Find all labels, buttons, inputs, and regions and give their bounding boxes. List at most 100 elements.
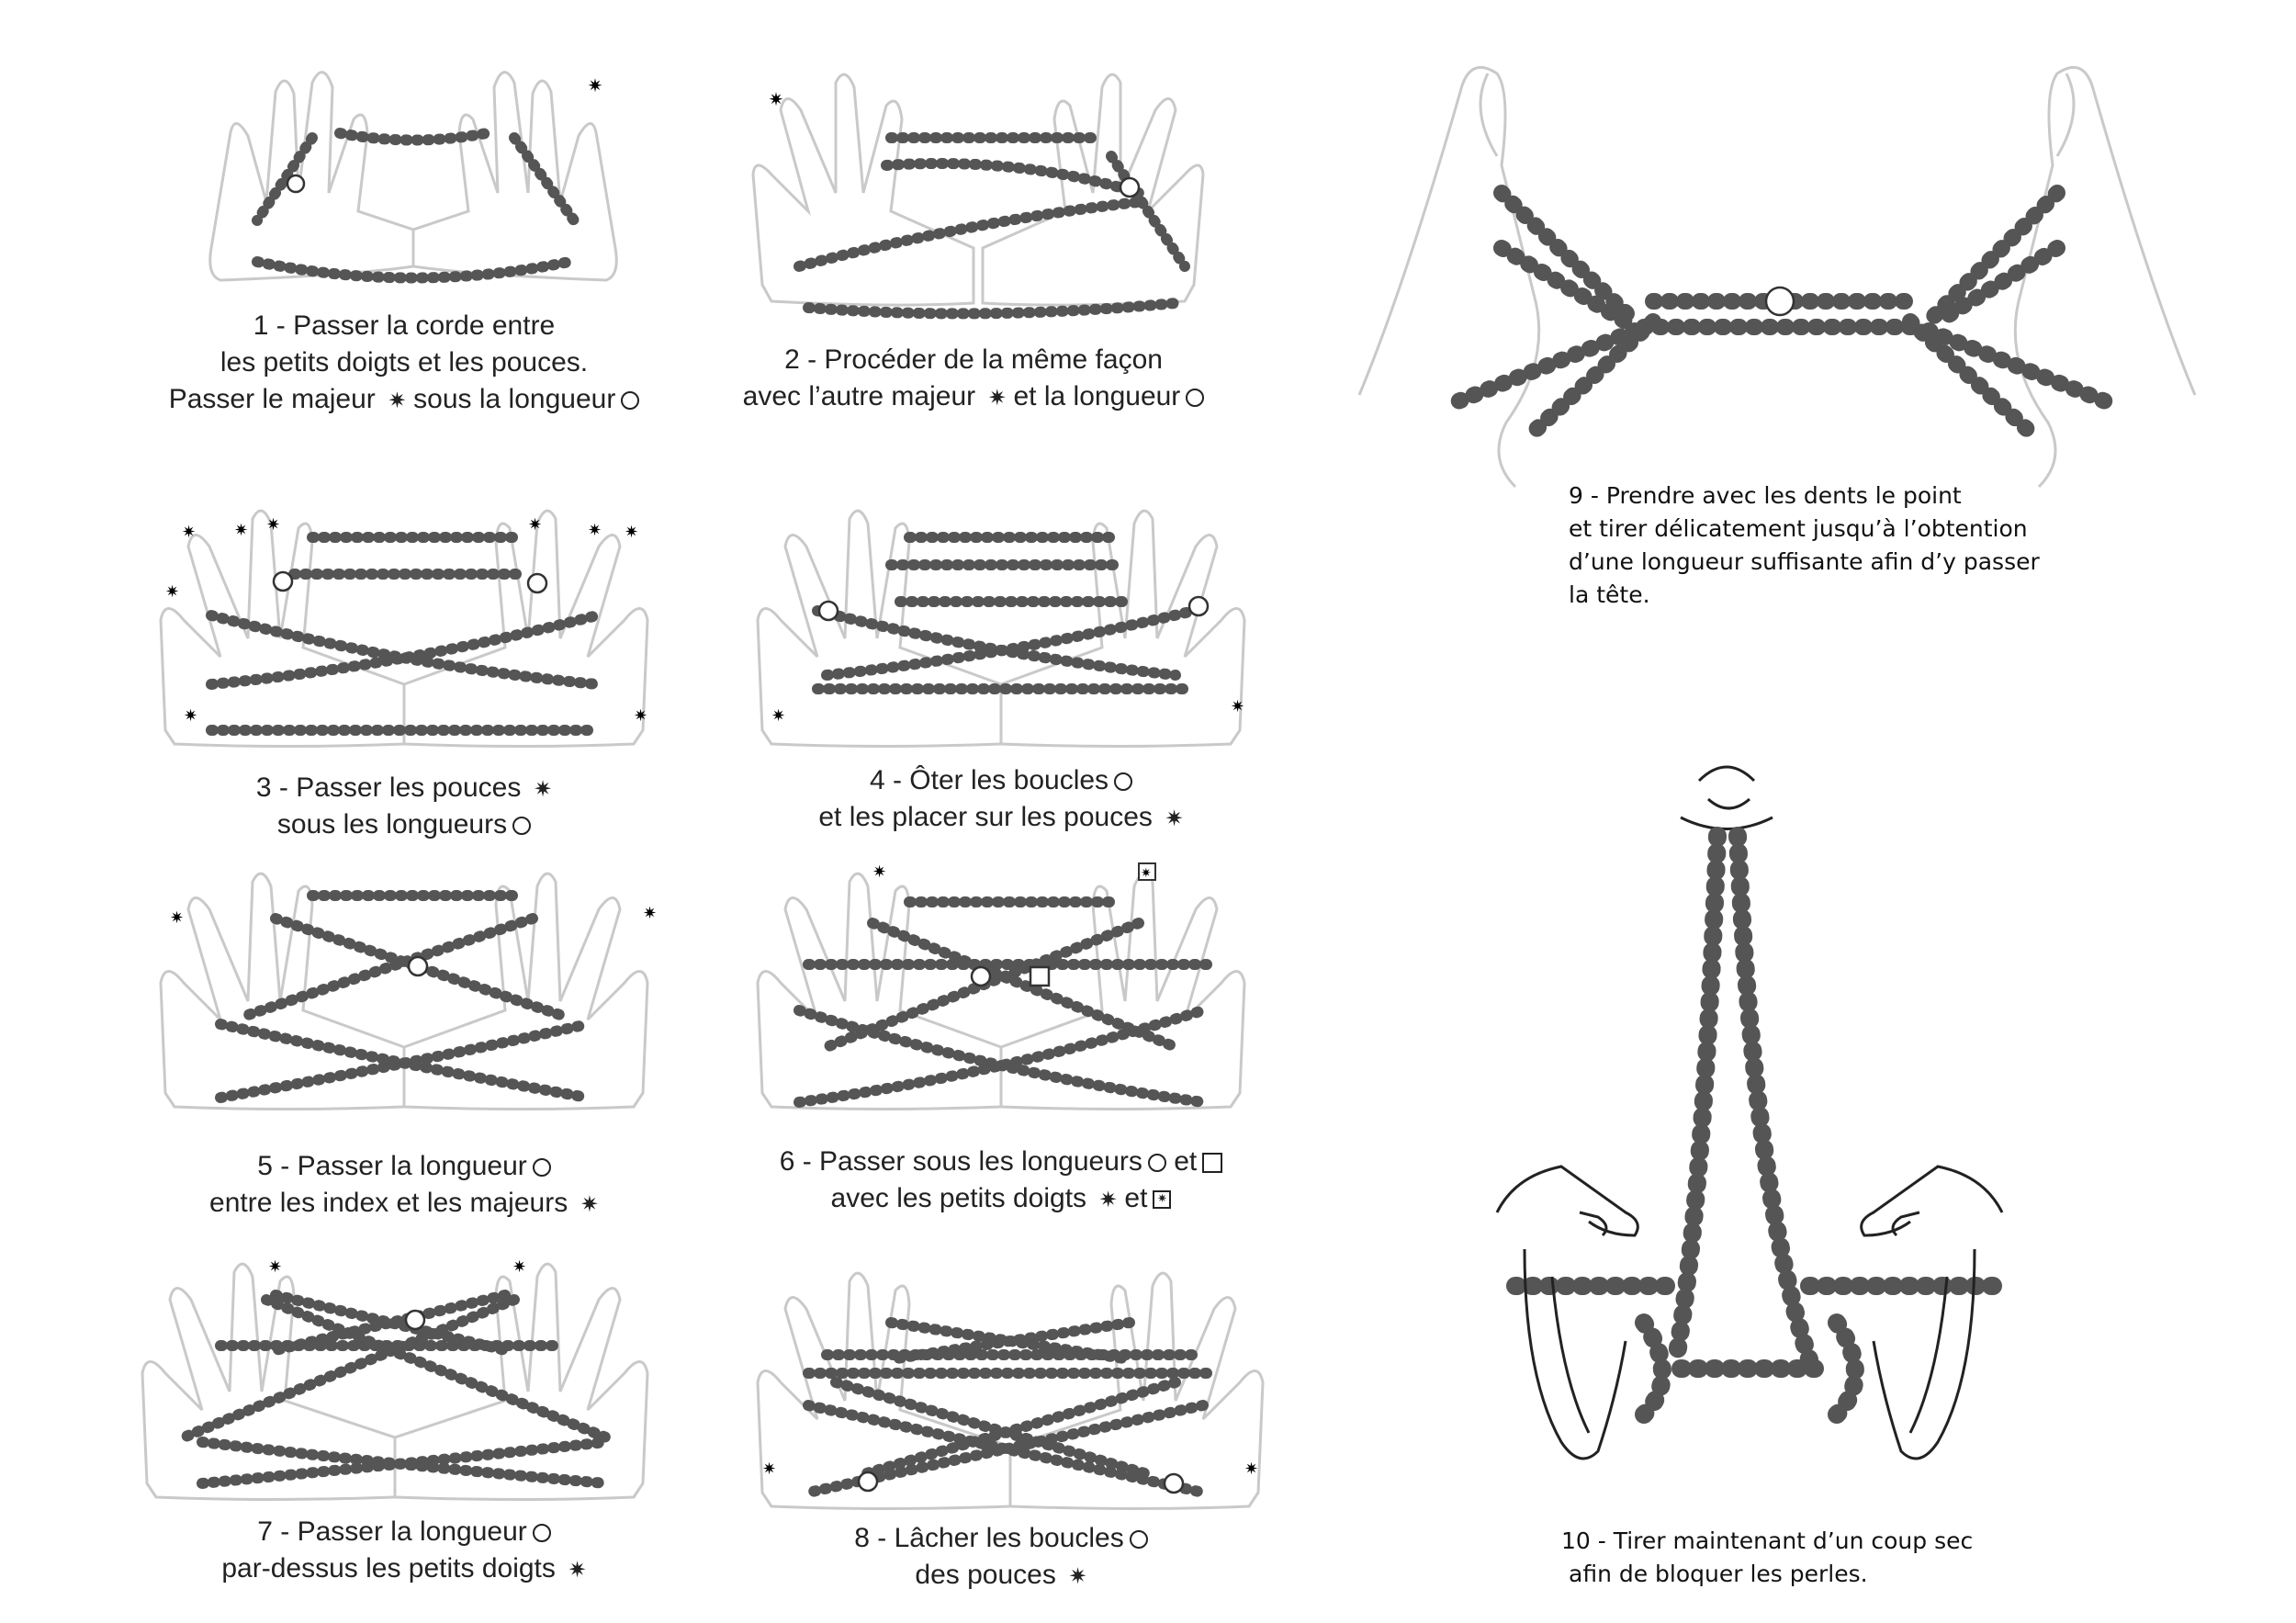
step-9-figure [1357,65,2197,489]
caption-line: 3 - Passer les pouces [255,772,522,803]
step-6-illustration: ✷ ✷ [744,845,1258,1121]
bead-string-x-b [242,913,538,1020]
step-10-caption: 10 - Tirer maintenant d’un coup sec afin… [1561,1525,2112,1591]
step-3-illustration: ✷ ✷ ✷ ✷ ✷ ✷ ✷ ✷ ✷ [147,491,661,758]
step-8-caption: 8 - Lâcher les boucles des pouces ✷ [744,1520,1258,1594]
circle-icon [532,1158,551,1178]
star-icon: ✷ [981,385,1014,411]
bead-knot-right [1828,1313,1864,1424]
circle-icon [512,817,532,836]
loop-marker-circle [857,1471,879,1493]
loop-marker-circle [407,955,429,977]
bead-string-x-a [867,918,1181,1053]
loop-marker-square [1029,965,1051,987]
caption-line: des pouces [915,1560,1056,1590]
caption-line: et [1124,1183,1148,1213]
loop-marker-circle [817,600,839,622]
little-finger-boxstar-icon [1138,862,1156,881]
bead-string-middle [881,158,1144,198]
index-star-icon: ✷ [643,904,657,922]
caption-line: 5 - Passer la longueur [257,1151,527,1181]
step-2-caption: 2 - Procéder de la même façon avec l’aut… [735,342,1212,415]
step-5-illustration: ✷ ✷ [147,845,661,1121]
bead-string-top [334,128,492,146]
bead-string-left-2 [1493,240,1634,330]
step-4-illustration: ✷ ✷ [744,491,1258,758]
bead-string-cross-b [821,605,1199,681]
thumb-star-icon: ✷ [771,706,785,725]
left-hand-outline [1495,1165,1639,1460]
step-1-illustration: ✷ [202,55,625,303]
caption-line: sous les longueurs [276,809,508,840]
caption-line: sous la longueur [413,384,616,414]
caption-line: 6 - Passer sous les longueurs [779,1146,1142,1177]
star-icon: ✷ [1061,1563,1087,1590]
loop-marker-circle [272,570,294,592]
bead-string-right-3 [1902,313,2038,440]
step-10-figure [1495,765,2004,1460]
square-icon [1202,1153,1223,1174]
bead-string-left-1 [1493,185,1643,330]
step-8-figure: ✷ ✷ [756,1271,1265,1510]
step-7-figure: ✷ ✷ [141,1257,649,1501]
circle-icon [532,1524,551,1543]
loop-marker-circle [1163,1472,1185,1494]
step-2-figure: ✷ [751,73,1205,320]
left-hand-outline [751,73,975,307]
thumb-star-icon: ✷ [1244,1460,1258,1478]
caption-line: par-dessus les petits doigts [221,1553,556,1584]
caption-line: 9 - Prendre avec les dents le point [1569,482,1962,509]
left-hand-outline [208,71,415,282]
bead-string-necklace-right [1728,827,1818,1369]
bead-string-cross-b [793,1005,1209,1108]
boxstar-icon: ✷ [1153,1190,1172,1210]
step-8-illustration: ✷ ✷ [744,1254,1277,1520]
bead-string-x-a [261,1294,612,1443]
bead-string-right [509,132,580,226]
caption-line: d’une longueur suffisante afin d’y passe… [1569,548,2040,575]
circle-icon [1186,389,1205,408]
bead-string-cross-b [197,1437,612,1489]
loop-marker-circle [526,572,548,594]
caption-line: avec les petits doigts [830,1183,1087,1213]
step-4-caption: 4 - Ôter les boucles et les placer sur l… [744,762,1258,836]
caption-line: 10 - Tirer maintenant d’un coup sec [1561,1527,1974,1554]
little-finger-star-icon: ✷ [512,1257,526,1276]
bead-string-left-4 [1443,322,1643,412]
caption-line: 7 - Passer la longueur [257,1516,527,1547]
thumb-star-icon: ✷ [528,515,542,534]
step-7-illustration: ✷ ✷ [129,1245,661,1511]
step-2-illustration: ✷ [744,55,1212,331]
step-6-caption: 6 - Passer sous les longueurs et avec le… [744,1144,1258,1217]
bead-string-bottom [252,256,575,284]
step-5-caption: 5 - Passer la longueur entre les index e… [147,1148,661,1222]
middle-finger-star-icon: ✷ [588,76,603,96]
step-4-figure: ✷ ✷ [756,509,1246,748]
right-hand-outline [411,71,618,282]
step-1-caption: 1 - Passer la corde entre les petits doi… [147,308,661,418]
bead-knot-left [1635,1313,1671,1424]
index-star-icon: ✷ [170,908,184,927]
thumb-star-icon: ✷ [266,515,280,534]
bead-string-x-b [178,1294,520,1443]
thumb-star-icon: ✷ [234,521,248,539]
caption-line: Passer le majeur [168,384,376,414]
bead-string-top-b [270,1290,511,1356]
star-icon: ✷ [560,1557,587,1584]
loop-marker-circle [970,965,992,987]
step-3-figure: ✷ ✷ ✷ ✷ ✷ ✷ ✷ ✷ ✷ [159,509,649,748]
bead-string-cross-b [206,610,602,690]
little-finger-star-icon: ✷ [872,862,886,881]
right-hand-outline [981,73,1205,307]
caption-line: avec l’autre majeur [742,381,976,411]
chin-outline [1680,765,1773,830]
middle-finger-star-icon: ✷ [769,90,784,110]
bead-string-right-4 [1920,322,2121,412]
thumb-star-icon: ✷ [1231,697,1244,716]
step-10-illustration [1488,735,2131,1497]
circle-icon [621,391,640,411]
right-hand-outline [1860,1165,2004,1460]
thumb-star-icon: ✷ [184,706,197,725]
step-6-figure: ✷ ✷ [756,862,1246,1110]
loop-marker-circle [286,174,306,194]
